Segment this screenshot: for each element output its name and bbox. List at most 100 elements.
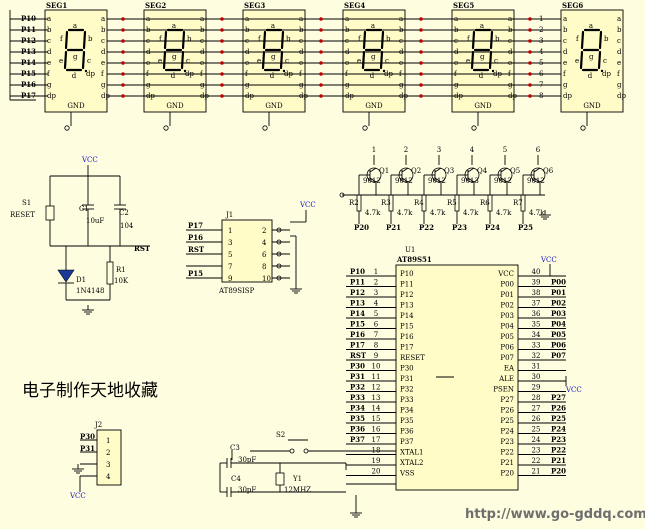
mcu-net-left: P15	[350, 320, 365, 329]
reset-button-ref: S2	[276, 431, 285, 439]
seg-letter-d: d	[171, 72, 176, 80]
base-net-label: P20	[354, 223, 369, 232]
seg-row-number: 4	[539, 48, 544, 56]
mcu-net-left: P36	[350, 425, 365, 434]
mcu-pin-left-number: 4	[374, 300, 379, 308]
seg-gnd-label: GND	[166, 102, 184, 110]
seg-digit-bar	[579, 50, 584, 70]
seg-digit-bar	[262, 30, 267, 50]
seg-bus-junction	[121, 17, 125, 21]
transistor-emitter	[369, 177, 377, 183]
transistor-ref: Q2	[411, 167, 421, 175]
seg-pin-left: dp	[47, 92, 56, 100]
mcu-pin-right-label: P03	[500, 312, 514, 320]
mcu-pin-left-label: P35	[400, 417, 414, 425]
seg-display-5	[451, 9, 515, 113]
seg-pin-left: a	[47, 15, 51, 23]
mcu-pin-right-label: EA	[504, 365, 515, 373]
seg-pin-right: d	[101, 48, 106, 56]
seg-bus-junction	[220, 83, 224, 87]
isp-right-pin	[276, 239, 282, 245]
seg-letter-g: g	[73, 53, 78, 61]
seg-bus-junction	[319, 83, 323, 87]
j2-pin-number: 4	[106, 473, 111, 481]
mcu-pin-right-number: 22	[532, 457, 541, 465]
reset-vcc-label: VCC	[81, 156, 98, 164]
transistor-collector	[467, 167, 475, 173]
seg-pin-right: a	[617, 15, 621, 23]
mcu-pin-left-number: 6	[374, 321, 379, 329]
seg-display-name: SEG1	[46, 1, 67, 10]
seg-common-pin	[262, 125, 268, 131]
reset-switch-label: RESET	[10, 211, 35, 219]
reset-diode	[57, 269, 75, 283]
reset-cap1-value: 10uF	[86, 217, 104, 225]
seg-letter-c: c	[603, 57, 607, 65]
mcu-net-left: P32	[350, 383, 365, 392]
seg-letter-e: e	[575, 57, 579, 65]
seg-bus-junction	[319, 50, 323, 54]
mcu-net-right: P21	[551, 456, 566, 465]
mcu-pin-left-label: P11	[400, 281, 414, 289]
seg-bus-junction	[220, 61, 224, 65]
seg-digit-bar	[63, 50, 68, 70]
seg-pin-right: g	[101, 81, 106, 89]
reset-cap2-value: 104	[120, 222, 134, 230]
isp-left-net: RST	[188, 245, 205, 254]
mcu-pin-left-label: P37	[400, 438, 414, 446]
mcu-net-left: P11	[350, 278, 365, 287]
seg-letter-g: g	[589, 53, 594, 61]
j2-pin-number: 2	[106, 449, 110, 457]
seg-bus-junction	[528, 39, 532, 43]
seg-common-pin	[362, 125, 368, 131]
seg-row-net-label: P15	[21, 69, 36, 78]
seg-bus-junction	[220, 39, 224, 43]
seg-letter-d: d	[270, 72, 275, 80]
mcu-net-left: P30	[350, 362, 365, 371]
seg-letter-b: b	[495, 35, 500, 43]
seg-row-number: 6	[539, 70, 544, 78]
seg-letter-g: g	[480, 53, 485, 61]
seg-digit-bar	[162, 50, 167, 70]
isp-vcc-label: VCC	[299, 201, 316, 209]
seg-pin-left: d	[47, 48, 52, 56]
mcu-pin-right-number: 37	[532, 300, 541, 308]
seg-bus-junction	[220, 94, 224, 98]
mcu-pin-left-number: 1	[374, 268, 378, 276]
seg-bus-junction	[419, 50, 423, 54]
mcu-net-left: RST	[350, 351, 367, 360]
transistor-ref: Q1	[379, 167, 389, 175]
seg-bus-junction	[419, 28, 423, 32]
mcu-pin-left-number: 15	[372, 415, 381, 423]
base-resistor-value: 4.7k	[430, 209, 446, 217]
seg-digit-bar	[598, 30, 603, 50]
seg-row-number: 3	[539, 37, 543, 45]
reset-resistor	[106, 261, 114, 285]
j2-header	[96, 429, 122, 486]
base-resistor-value: 4.7k	[365, 209, 381, 217]
mcu-pin-left-label: P34	[400, 407, 414, 415]
base-net-label: P23	[452, 223, 467, 232]
isp-pin-right: 8	[262, 263, 266, 271]
seg-bus-junction	[419, 61, 423, 65]
seg-bus-junction	[220, 17, 224, 21]
crystal-c3-value: 30pF	[238, 456, 256, 464]
transistor-emitter	[401, 177, 409, 183]
mcu-chip	[395, 264, 519, 491]
seg-bus-junction	[528, 17, 532, 21]
seg-letter-a: a	[480, 22, 484, 30]
isp-pin-right: 6	[262, 251, 267, 259]
base-resistor-ref: R5	[447, 199, 457, 207]
mcu-pin-right-label: ALE	[498, 375, 514, 383]
mcu-net-left: P37	[350, 435, 365, 444]
seg-bus-junction	[528, 61, 532, 65]
seg-bus-junction	[528, 94, 532, 98]
seg-display-2	[143, 9, 207, 113]
seg-bus-junction	[528, 28, 532, 32]
isp-left-net: P16	[188, 233, 203, 242]
seg-display-name: SEG5	[453, 1, 474, 10]
mcu-pin-left-number: 19	[372, 457, 381, 465]
seg-dp-dot	[382, 69, 386, 73]
mcu-net-right: P02	[551, 299, 566, 308]
